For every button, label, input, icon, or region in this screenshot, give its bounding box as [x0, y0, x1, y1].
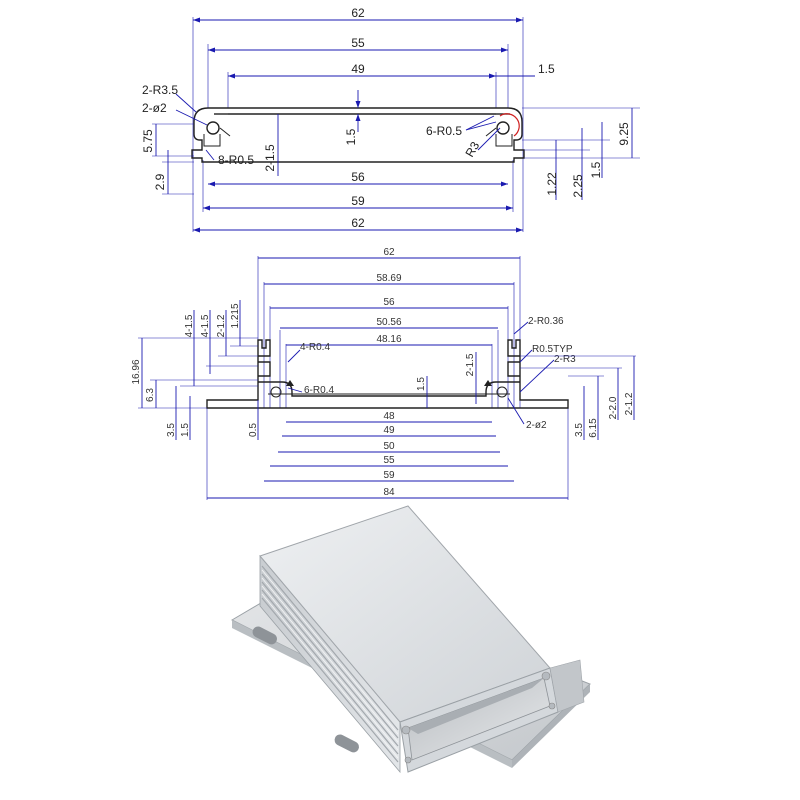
dim-1-5-left: 1.5 [180, 423, 191, 437]
dim-84: 84 [383, 487, 395, 498]
dim-3-5-left: 3.5 [166, 423, 177, 437]
dim-1-5-gap: 1.5 [538, 62, 555, 76]
dim-2-2-0: 2-2.0 [608, 396, 619, 419]
mounting-slot-left [252, 626, 277, 645]
label-6-r0-4: 6-R0.4 [304, 385, 334, 396]
label-2-r3: 2-R3 [554, 354, 576, 365]
dim-9-25: 9.25 [617, 122, 631, 146]
dim-6-15: 6.15 [588, 418, 599, 438]
label-2-phi2: 2-ø2 [142, 101, 167, 115]
label-r3: R3 [462, 139, 482, 160]
dim-1-22: 1.22 [545, 172, 559, 196]
dim-2-1-2-right: 2-1.2 [624, 392, 635, 415]
dim-2-1-2-left: 2-1.2 [216, 314, 227, 337]
dim-50-56: 50.56 [376, 317, 401, 328]
dim-59-top: 59 [351, 194, 365, 208]
dim-4-1-5-b: 4-1.5 [200, 314, 211, 337]
dim-4-1-5-a: 4-1.5 [184, 314, 195, 337]
dim-50: 50 [383, 441, 395, 452]
dim-3-5-right: 3.5 [574, 423, 585, 437]
dim-49-mid: 49 [383, 425, 395, 436]
label-2-r3-5: 2-R3.5 [142, 83, 178, 97]
enclosure-render [230, 505, 591, 774]
dim-62-bottom: 62 [351, 216, 365, 230]
end-view: 62 58.69 56 50.56 48.16 4-R0.4 6-R0.4 1.… [131, 247, 636, 500]
dim-2-1-5-mid: 2-1.5 [465, 353, 476, 376]
dim-5-75: 5.75 [141, 129, 155, 153]
dim-2-25: 2.25 [571, 174, 585, 198]
dim-2-1-5: 2-1.5 [263, 144, 277, 172]
label-6-r0-5: 6-R0.5 [426, 124, 462, 138]
dim-2-9: 2.9 [153, 173, 167, 190]
dim-48: 48 [383, 411, 395, 422]
dim-58-69: 58.69 [376, 273, 401, 284]
dim-55-mid: 55 [383, 455, 395, 466]
dim-1-215: 1.215 [230, 303, 241, 328]
dim-62-top: 62 [351, 6, 365, 20]
dim-59-mid: 59 [383, 470, 395, 481]
mounting-slot-right [334, 734, 359, 753]
label-4-r0-4: 4-R0.4 [300, 342, 330, 353]
dim-55: 55 [351, 36, 365, 50]
dim-62-mid: 62 [383, 247, 395, 258]
dim-1-5-mid-center: 1.5 [416, 377, 427, 391]
dim-6-3: 6.3 [145, 388, 156, 402]
dim-56-top: 56 [351, 170, 365, 184]
dim-1-5-right: 1.5 [589, 161, 603, 178]
dim-49: 49 [351, 62, 365, 76]
dim-1-5-center: 1.5 [344, 128, 358, 145]
dim-0-5: 0.5 [248, 423, 259, 437]
label-2-phi2-mid: 2-ø2 [526, 420, 547, 431]
dim-16-96: 16.96 [131, 359, 142, 384]
top-section-view: 62 55 49 1.5 2-R3.5 2-ø2 5.75 [141, 6, 640, 233]
label-2-r0-36: 2-R0.36 [528, 316, 564, 327]
label-8-r0-5: 8-R0.5 [218, 153, 254, 167]
dim-48-16: 48.16 [376, 334, 401, 345]
dim-56-mid: 56 [383, 297, 395, 308]
label-r0-5typ: R0.5TYP [532, 344, 573, 355]
